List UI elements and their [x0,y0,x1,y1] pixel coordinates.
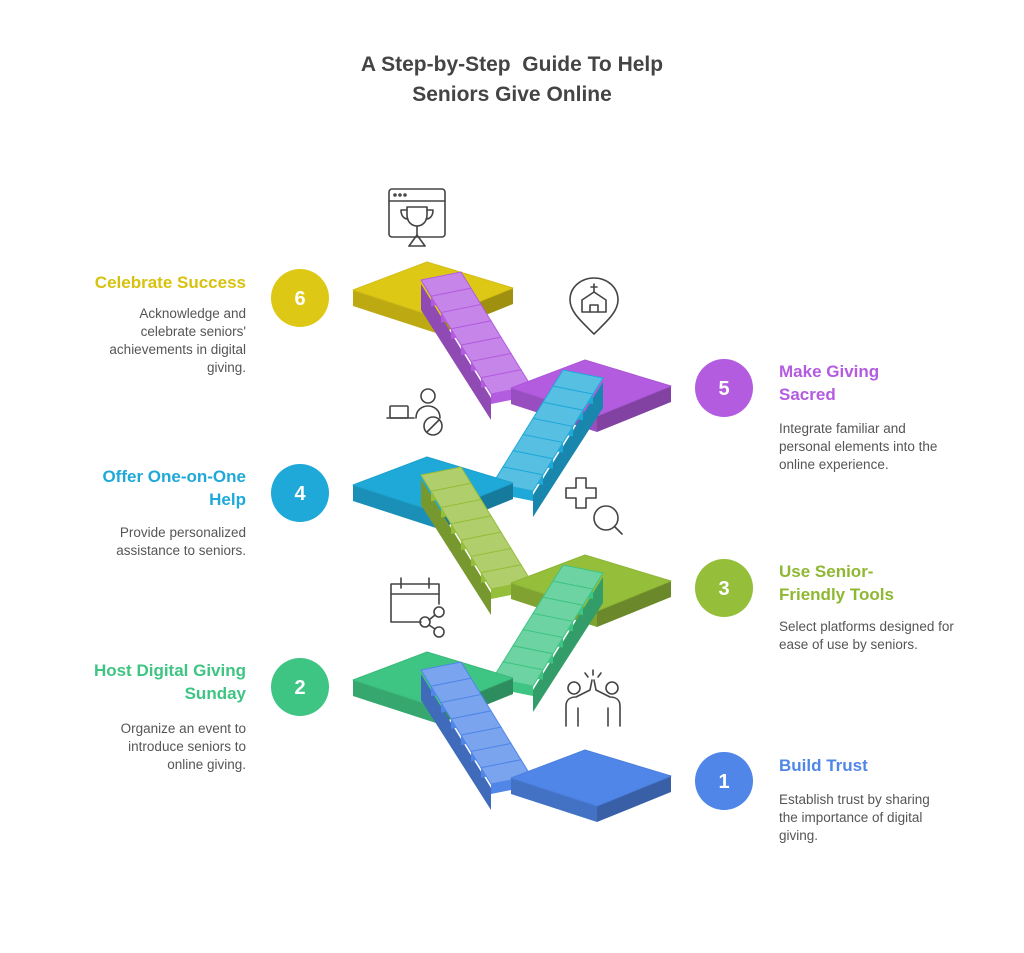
step-5-badge: 5 [695,359,753,417]
step-3-description: Select platforms designed for ease of us… [779,619,954,652]
step-3-title: Use Senior-Friendly Tools [779,562,894,604]
step-1-description: Establish trust by sharing the importanc… [779,792,930,843]
title-line-2: Seniors Give Online [412,83,612,106]
step-1-badge: 1 [695,752,753,810]
platform-1 [510,749,672,822]
page-title: A Step-by-Step Guide To Help Seniors Giv… [262,50,762,110]
step-2-number: 2 [294,677,305,699]
high-five-icon [565,669,621,727]
calendar-share-icon [390,577,445,638]
step-6-description: Acknowledge and celebrate seniors' achie… [109,306,246,375]
step-4-title: Offer One-on-One Help [102,467,246,509]
step-2-description: Organize an event to introduce seniors t… [120,721,246,772]
step-4-description: Provide personalized assistance to senio… [116,525,246,558]
step-1-title: Build Trust [779,756,868,775]
stair-flight-3 [420,466,532,615]
church-pin-icon [569,277,619,335]
step-4-badge: 4 [271,464,329,522]
step-2-badge: 2 [271,658,329,716]
step-5-number: 5 [718,378,729,400]
step-3-number: 3 [718,578,729,600]
title-line-1: A Step-by-Step Guide To Help [360,53,664,76]
stair-flight-1 [420,661,532,810]
step-5-description: Integrate familiar and personal elements… [779,421,938,472]
step-3-badge: 3 [695,559,753,617]
stair-flight-4 [492,369,604,517]
step-2-title: Host Digital Giving Sunday [93,661,246,703]
step-6-badge: 6 [271,269,329,327]
person-laptop-help-icon [386,388,443,436]
step-6-number: 6 [294,288,305,310]
step-6-title: Celebrate Success [94,273,246,292]
step-4-number: 4 [294,483,306,505]
plus-search-icon [565,477,623,535]
trophy-window-icon [388,188,446,247]
step-1-number: 1 [718,771,729,793]
step-5-title: Make Giving Sacred [779,362,880,404]
